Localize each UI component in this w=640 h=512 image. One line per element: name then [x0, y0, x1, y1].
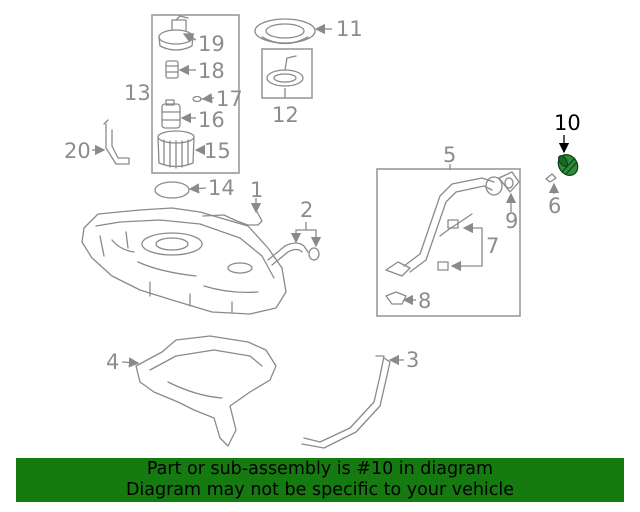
callout-8: 8	[418, 289, 431, 313]
pump-module-group-box	[151, 14, 240, 174]
part-5-filler-neck[interactable]	[385, 176, 503, 277]
callout-5: 5	[443, 143, 456, 167]
callout-20: 20	[64, 139, 91, 163]
callout-12: 12	[272, 103, 299, 127]
part-fuel-tank[interactable]	[81, 207, 287, 315]
callout-9: 9	[505, 209, 518, 233]
callout-19: 19	[198, 32, 225, 56]
part-16-fuel-pump[interactable]	[161, 99, 181, 129]
part-19-pump-flange[interactable]	[158, 15, 194, 51]
callout-2: 2	[300, 198, 313, 222]
part-15-reservoir[interactable]	[157, 130, 195, 169]
banner-line-2: Diagram may not be specific to your vehi…	[125, 480, 515, 500]
part-4-heat-shield[interactable]	[135, 335, 277, 447]
part-18-filter[interactable]	[165, 60, 179, 79]
notice-banner: Part or sub-assembly is #10 in diagram D…	[16, 458, 624, 502]
callout-6: 6	[548, 194, 561, 218]
callout-11: 11	[336, 17, 363, 41]
callout-10: 10	[554, 111, 581, 135]
part-6-clip[interactable]	[545, 173, 557, 183]
part-1-vent-line[interactable]	[202, 209, 263, 226]
part-3-strap[interactable]	[301, 355, 391, 449]
callout-1: 1	[250, 178, 263, 202]
part-7-clips[interactable]	[437, 219, 459, 271]
callout-3: 3	[406, 348, 419, 372]
part-10-fuel-cap[interactable]	[554, 151, 581, 179]
callout-14: 14	[208, 176, 235, 200]
callout-18: 18	[198, 59, 225, 83]
callout-17: 17	[216, 87, 243, 111]
banner-line-1: Part or sub-assembly is #10 in diagram	[146, 459, 494, 479]
callout-13: 13	[124, 81, 151, 105]
part-2-hose[interactable]	[267, 242, 320, 266]
callout-4: 4	[106, 350, 119, 374]
part-14-seal-ring[interactable]	[154, 181, 190, 199]
callout-16: 16	[198, 108, 225, 132]
leader-lines	[92, 23, 570, 368]
part-9-gasket[interactable]	[498, 171, 520, 193]
part-11-lock-ring[interactable]	[254, 18, 316, 45]
filler-neck-group-box	[376, 168, 521, 317]
sender-group-box	[261, 48, 313, 99]
callout-15: 15	[204, 139, 231, 163]
callout-7: 7	[486, 234, 499, 258]
part-12-sender[interactable]	[266, 55, 304, 87]
part-8-bracket[interactable]	[385, 291, 407, 305]
part-20-bracket[interactable]	[103, 119, 130, 165]
